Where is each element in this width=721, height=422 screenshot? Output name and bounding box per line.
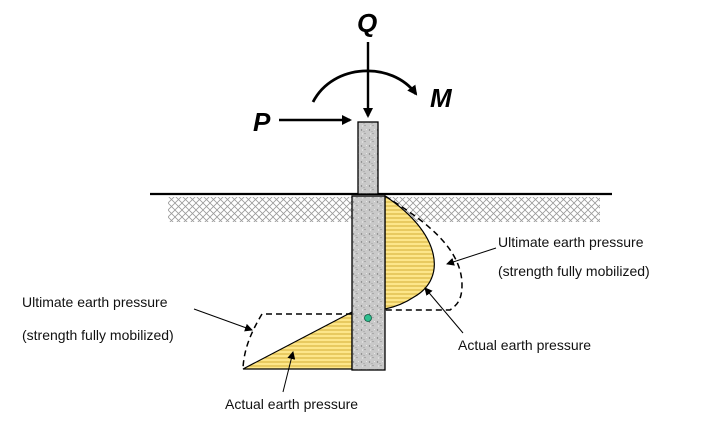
- right-actual-label: Actual earth pressure: [458, 337, 591, 353]
- left-ultimate-pointer: [193, 308, 253, 332]
- right-actual-pressure-area: [384, 194, 435, 310]
- left-actual-label: Actual earth pressure: [225, 396, 358, 412]
- right-ultimate-label-line2: (strength fully mobilized): [498, 263, 650, 279]
- m-label: M: [430, 83, 453, 113]
- left-ultimate-label-line1: Ultimate earth pressure: [22, 294, 168, 310]
- right-ultimate-label-line1: Ultimate earth pressure: [498, 234, 644, 250]
- m-arrow: [311, 69, 418, 103]
- soil-hatch-right: [385, 197, 600, 222]
- p-label: P: [253, 107, 271, 137]
- pile: [351, 195, 386, 371]
- pile-head: [357, 121, 379, 195]
- left-actual-pointer: [282, 351, 296, 393]
- left-ultimate-label-line2: (strength fully mobilized): [22, 327, 174, 343]
- pivot-point: [364, 314, 372, 322]
- right-actual-pointer: [424, 287, 464, 334]
- left-actual-pressure-area: [242, 311, 353, 370]
- q-label: Q: [357, 8, 377, 38]
- right-ultimate-pointer: [446, 247, 497, 266]
- right-ultimate-pressure-curve: [384, 195, 463, 311]
- soil-hatch-left: [168, 197, 352, 222]
- left-ultimate-pressure-curve: [242, 313, 352, 369]
